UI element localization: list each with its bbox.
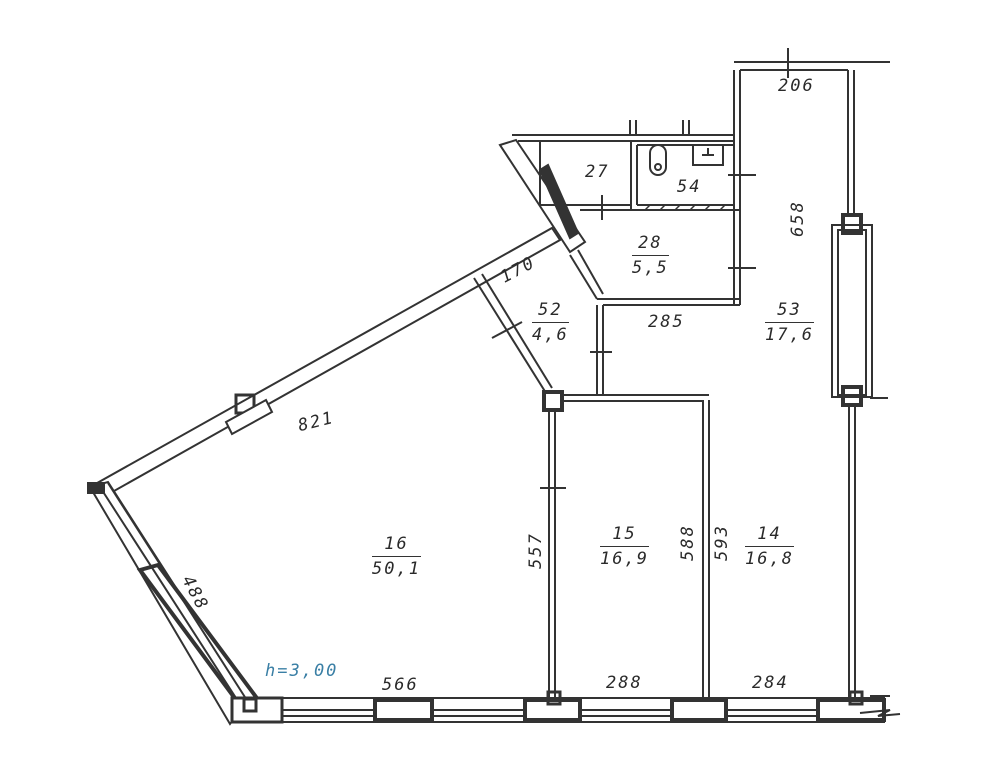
dimension-284: 284	[752, 673, 789, 693]
dimension-206: 206	[778, 76, 815, 96]
room-number: 14	[745, 526, 794, 547]
room-16: 16 50,1	[372, 536, 421, 578]
room-54: 54	[677, 177, 702, 197]
dimension-288: 288	[606, 673, 643, 693]
room-number: 28	[632, 235, 669, 256]
room-number: 52	[532, 302, 569, 323]
room-27: 27	[585, 162, 610, 182]
wall-821	[88, 226, 562, 502]
room-52: 52 4,6	[532, 302, 569, 344]
toilet-icon	[649, 144, 667, 176]
dimension-557: 557	[525, 532, 546, 569]
dimension-285: 285	[648, 312, 685, 332]
ceiling-height-label: h=3,00	[265, 661, 339, 681]
column	[242, 697, 258, 713]
room-number: 16	[372, 536, 421, 557]
column	[542, 390, 564, 412]
dimension-566: 566	[382, 675, 419, 695]
room-number: 15	[600, 526, 649, 547]
dimension-658: 658	[787, 200, 808, 237]
room-14: 14 16,8	[745, 526, 794, 568]
room-area: 50,1	[372, 559, 421, 579]
room-28: 28 5,5	[632, 235, 669, 277]
room-15: 15 16,9	[600, 526, 649, 568]
room-area: 16,8	[745, 549, 794, 569]
dimension-593: 593	[711, 524, 732, 561]
room-area: 5,5	[632, 258, 669, 278]
room-area: 17,6	[765, 325, 814, 345]
room-area: 4,6	[532, 325, 569, 345]
room-number: 53	[765, 302, 814, 323]
room-area: 16,9	[600, 549, 649, 569]
room-53: 53 17,6	[765, 302, 814, 344]
dimension-588: 588	[677, 524, 698, 561]
